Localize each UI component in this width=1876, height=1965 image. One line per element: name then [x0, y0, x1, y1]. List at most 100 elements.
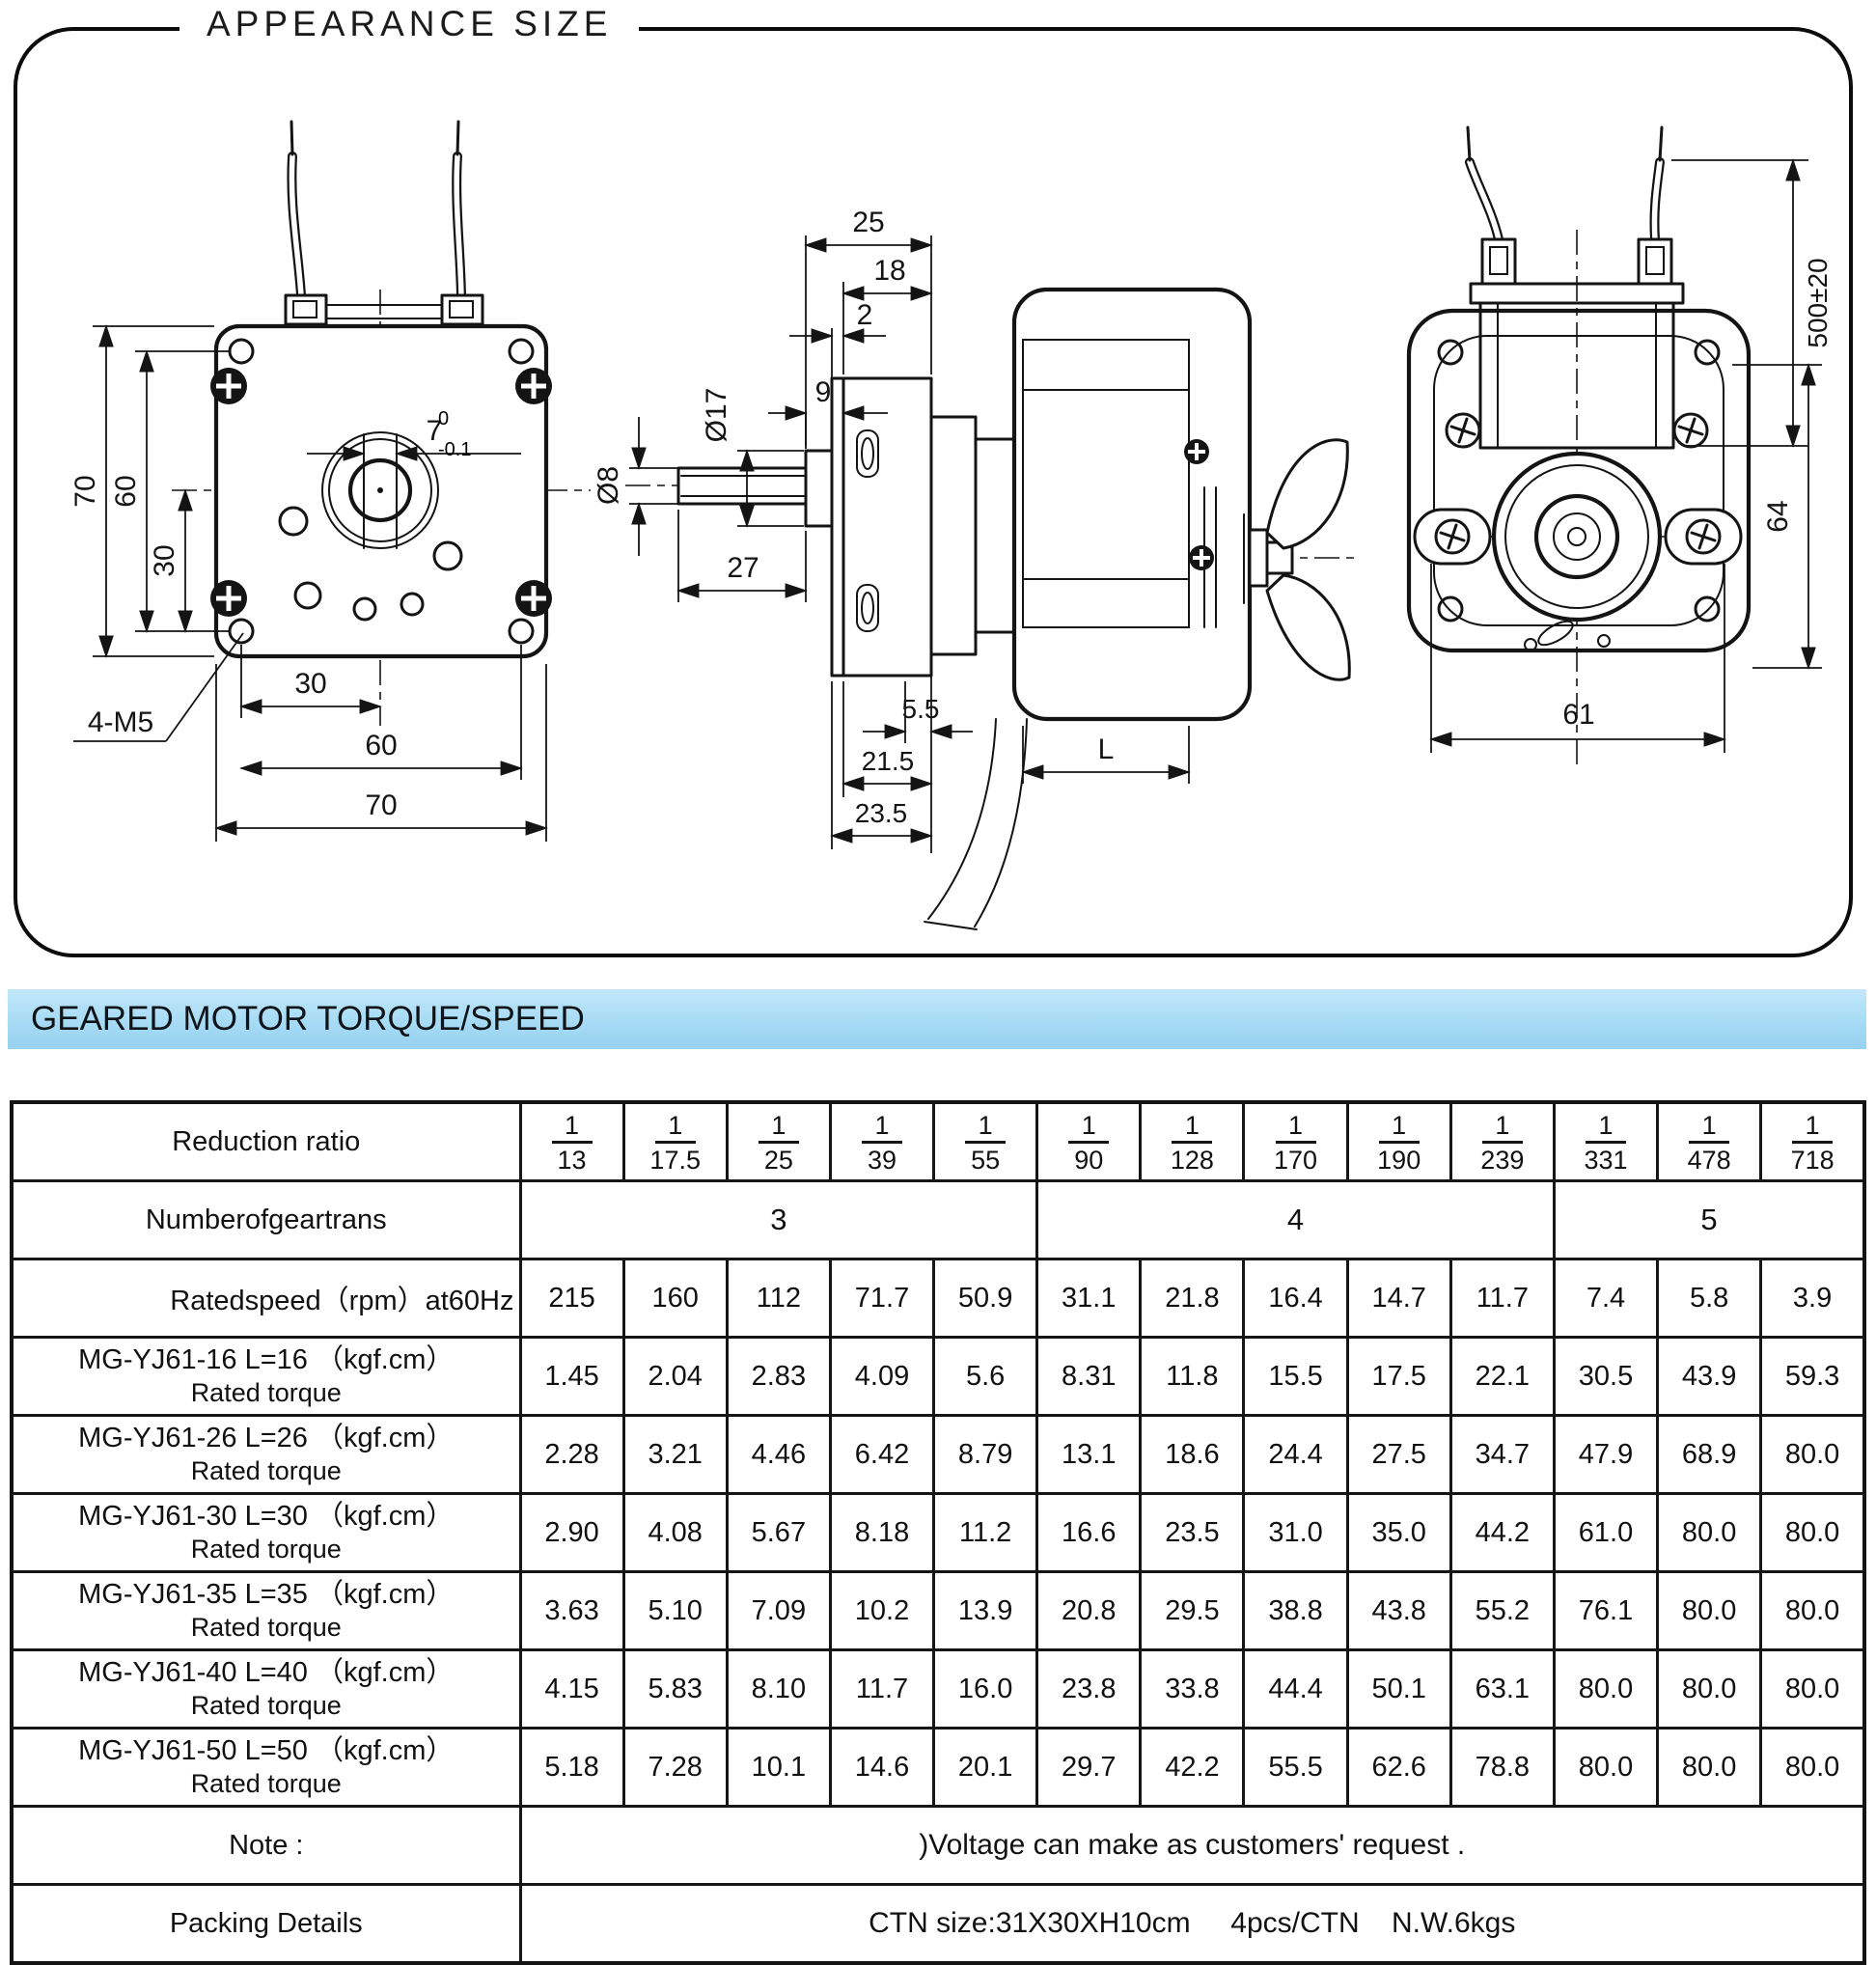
model-sub-label: Rated torque — [190, 1613, 342, 1643]
dim-height-half: 30 — [149, 544, 180, 576]
torque-cell: 80.0 — [1656, 1648, 1763, 1730]
torque-cell: 34.7 — [1448, 1414, 1556, 1495]
torque-cell: 61.0 — [1552, 1492, 1660, 1573]
ratio-denominator: 190 — [1377, 1146, 1421, 1175]
model-sub-label: Rated torque — [190, 1535, 342, 1564]
speed-cell: 112 — [725, 1258, 832, 1339]
torque-cell: 16.0 — [932, 1648, 1039, 1730]
model-label-cell: MG-YJ61-30 L=30 （kgf.cm）Rated torque — [10, 1492, 522, 1573]
torque-cell: 11.7 — [828, 1648, 936, 1730]
model-name: MG-YJ61-40 L=40 （kgf.cm） — [78, 1656, 455, 1688]
speed-cell: 71.7 — [828, 1258, 936, 1339]
dim-shaft-length: 27 — [727, 552, 759, 584]
torque-cell: 78.8 — [1448, 1727, 1556, 1808]
torque-cell: 80.0 — [1552, 1648, 1660, 1730]
ratio-numerator: 1 — [1275, 1111, 1316, 1144]
table-row-note: Note : )Voltage can make as customers' r… — [10, 1805, 1866, 1886]
ratio-denominator: 90 — [1074, 1146, 1104, 1175]
torque-cell: 2.90 — [518, 1492, 625, 1573]
torque-cell: 8.18 — [828, 1492, 936, 1573]
gear-trans-cell: 4 — [1035, 1179, 1556, 1260]
side-view-drawing: 25 18 2 Ø17 Ø8 9 27 5.5 21.5 23.5 — [593, 207, 1359, 930]
torque-cell: 5.10 — [621, 1570, 729, 1651]
dim-boss-length: 9 — [815, 376, 832, 408]
ratio-numerator: 1 — [965, 1111, 1007, 1144]
torque-cell: 80.0 — [1656, 1492, 1763, 1573]
gear-trans-label: Numberofgeartrans — [10, 1179, 522, 1260]
technical-drawings: 70 60 30 7 0 -0.1 30 60 70 4-M5 — [69, 120, 1833, 930]
dim-body-width: 61 — [1562, 699, 1594, 731]
ratio-denominator: 13 — [557, 1146, 587, 1175]
model-label-cell: MG-YJ61-26 L=26 （kgf.cm）Rated torque — [10, 1414, 522, 1495]
page-title: APPEARANCE SIZE — [179, 4, 640, 44]
dim-flat-tol-upper: 0 — [438, 408, 449, 429]
ratio-denominator: 25 — [763, 1146, 793, 1175]
model-name: MG-YJ61-50 L=50 （kgf.cm） — [78, 1734, 455, 1766]
torque-cell: 43.9 — [1656, 1336, 1763, 1417]
model-name: MG-YJ61-35 L=35 （kgf.cm） — [78, 1578, 455, 1610]
ratio-numerator: 1 — [551, 1111, 593, 1144]
torque-cell: 4.46 — [725, 1414, 832, 1495]
speed-cell: 215 — [518, 1258, 625, 1339]
torque-cell: 50.1 — [1345, 1648, 1452, 1730]
speed-cell: 160 — [621, 1258, 729, 1339]
torque-cell: 6.42 — [828, 1414, 936, 1495]
model-label-cell: MG-YJ61-50 L=50 （kgf.cm）Rated torque — [10, 1727, 522, 1808]
torque-cell: 80.0 — [1759, 1492, 1866, 1573]
reduction-ratio-label: Reduction ratio — [10, 1100, 522, 1182]
ratio-denominator: 478 — [1687, 1146, 1731, 1175]
torque-cell: 80.0 — [1656, 1570, 1763, 1651]
torque-cell: 63.1 — [1448, 1648, 1556, 1730]
model-name: MG-YJ61-26 L=26 （kgf.cm） — [78, 1422, 455, 1453]
torque-cell: 38.8 — [1242, 1570, 1349, 1651]
torque-cell: 5.67 — [725, 1492, 832, 1573]
ratio-denominator: 55 — [971, 1146, 1001, 1175]
ratio-numerator: 1 — [1068, 1111, 1110, 1144]
model-name: MG-YJ61-16 L=16 （kgf.cm） — [78, 1343, 455, 1375]
torque-cell: 5.6 — [932, 1336, 1039, 1417]
ratio-numerator: 1 — [861, 1111, 902, 1144]
torque-cell: 29.7 — [1035, 1727, 1143, 1808]
torque-cell: 55.5 — [1242, 1727, 1349, 1808]
dim-hub-inner: 21.5 — [862, 746, 915, 776]
torque-cell: 80.0 — [1656, 1727, 1763, 1808]
packing-text-cell: CTN size:31X30XH10cm 4pcs/CTN N.W.6kgs — [518, 1883, 1866, 1965]
model-sub-label: Rated torque — [190, 1691, 342, 1721]
torque-cell: 4.08 — [621, 1492, 729, 1573]
ratio-denominator: 17.5 — [649, 1146, 701, 1175]
ratio-denominator: 331 — [1584, 1146, 1628, 1175]
dim-body-height: 64 — [1762, 500, 1794, 532]
speed-cell: 14.7 — [1345, 1258, 1452, 1339]
ratio-numerator: 1 — [654, 1111, 696, 1144]
torque-cell: 10.1 — [725, 1727, 832, 1808]
rear-view-drawing: 500±20 64 61 — [1406, 125, 1833, 764]
torque-cell: 13.9 — [932, 1570, 1039, 1651]
torque-cell: 5.83 — [621, 1648, 729, 1730]
speed-cell: 3.9 — [1759, 1258, 1866, 1339]
torque-cell: 5.18 — [518, 1727, 625, 1808]
torque-cell: 59.3 — [1759, 1336, 1866, 1417]
ratio-numerator: 1 — [1481, 1111, 1523, 1144]
model-sub-label: Rated torque — [190, 1769, 342, 1799]
torque-cell: 17.5 — [1345, 1336, 1452, 1417]
ratio-numerator: 1 — [1585, 1111, 1626, 1144]
model-label-cell: MG-YJ61-16 L=16 （kgf.cm）Rated torque — [10, 1336, 522, 1417]
gear-trans-cell: 3 — [518, 1179, 1039, 1260]
torque-cell: 80.0 — [1552, 1727, 1660, 1808]
ratio-denominator: 128 — [1170, 1146, 1214, 1175]
